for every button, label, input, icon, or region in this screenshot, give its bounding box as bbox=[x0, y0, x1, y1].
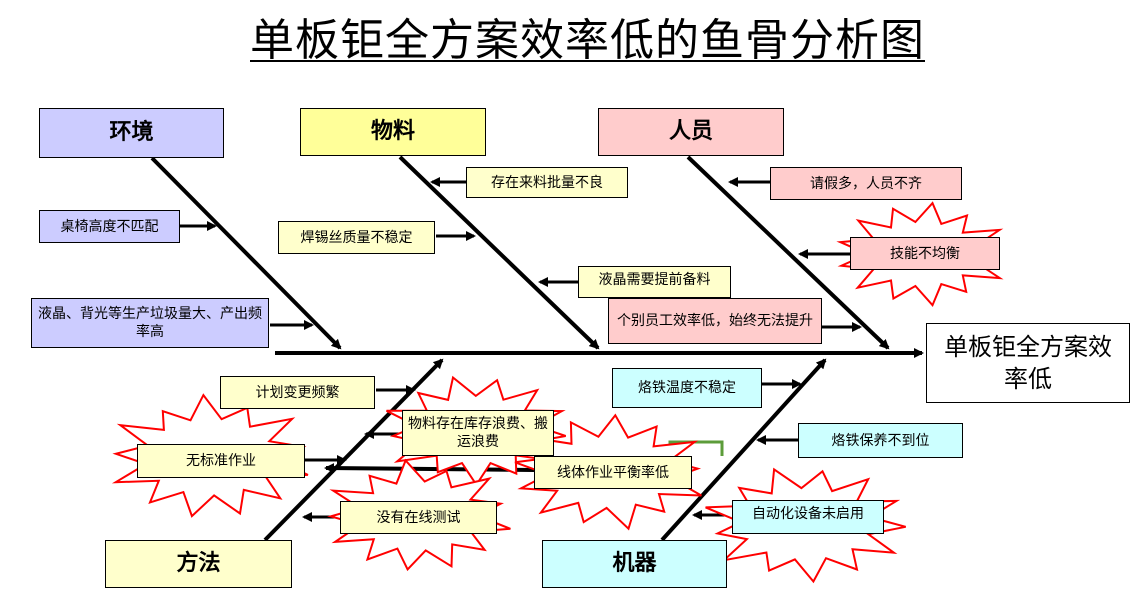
category-environment: 环境 bbox=[39, 108, 224, 158]
diagram-title: 单板钜全方案效率低的鱼骨分析图 bbox=[250, 15, 925, 66]
cause-storage-waste: 物料存在库存浪费、搬运浪费 bbox=[402, 410, 554, 456]
effect-box: 单板钜全方案效率低 bbox=[926, 323, 1130, 403]
bone-material bbox=[398, 155, 600, 350]
bone-personnel bbox=[686, 155, 890, 350]
cause-skill: 技能不均衡 bbox=[850, 237, 1000, 270]
bone-environment bbox=[150, 156, 342, 350]
cause-solder-quality: 焊锡丝质量不稳定 bbox=[278, 221, 435, 254]
cause-desk-height: 桌椅高度不匹配 bbox=[39, 210, 180, 243]
category-machine: 机器 bbox=[542, 540, 727, 588]
category-method: 方法 bbox=[105, 540, 292, 588]
cause-no-online-test: 没有在线测试 bbox=[340, 501, 497, 534]
cause-leave: 请假多，人员不齐 bbox=[770, 167, 962, 200]
arrow-line-balance bbox=[324, 463, 535, 474]
cause-iron-maint: 烙铁保养不到位 bbox=[798, 423, 963, 458]
cause-line-balance: 线体作业平衡率低 bbox=[534, 456, 692, 489]
cause-incoming-defect: 存在来料批量不良 bbox=[466, 167, 628, 198]
category-personnel: 人员 bbox=[598, 108, 784, 156]
cause-lcd-prep: 液晶需要提前备料 bbox=[578, 266, 731, 298]
bone-machine bbox=[660, 358, 827, 542]
cause-lcd-waste: 液晶、背光等生产垃圾量大、产出频率高 bbox=[31, 298, 269, 348]
cause-plan-change: 计划变更频繁 bbox=[220, 376, 375, 409]
cause-automation: 自动化设备未启用 bbox=[732, 500, 884, 534]
category-material: 物料 bbox=[300, 108, 486, 156]
cause-no-standard: 无标准作业 bbox=[137, 444, 305, 478]
cause-iron-temp: 烙铁温度不稳定 bbox=[612, 368, 762, 408]
cause-efficiency: 个别员工效率低，始终无法提升 bbox=[608, 298, 822, 344]
